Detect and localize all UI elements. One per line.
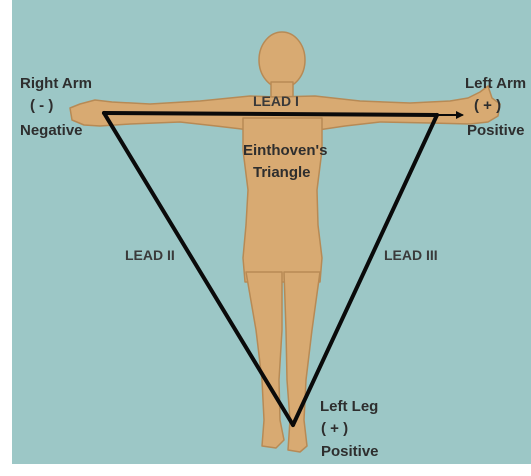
right-arm-sign: ( - ) bbox=[30, 97, 53, 114]
right-arm-polarity: Negative bbox=[20, 122, 83, 139]
figure-head bbox=[259, 32, 305, 88]
left-leg-label: Left Leg bbox=[320, 398, 378, 415]
lead-2-label: LEAD II bbox=[125, 247, 175, 263]
left-leg-sign: ( + ) bbox=[321, 420, 348, 437]
right-arm-label: Right Arm bbox=[20, 75, 92, 92]
center-label-line-2: Triangle bbox=[253, 164, 311, 181]
lead-1-label: LEAD I bbox=[253, 93, 299, 109]
center-label-line-1: Einthoven's bbox=[243, 142, 327, 159]
left-leg-polarity: Positive bbox=[321, 443, 379, 460]
lead-3-label: LEAD III bbox=[384, 247, 438, 263]
lead-1-line bbox=[104, 113, 437, 115]
left-arm-sign: ( + ) bbox=[474, 97, 501, 114]
left-arm-label: Left Arm bbox=[465, 75, 526, 92]
left-arm-polarity: Positive bbox=[467, 122, 525, 139]
